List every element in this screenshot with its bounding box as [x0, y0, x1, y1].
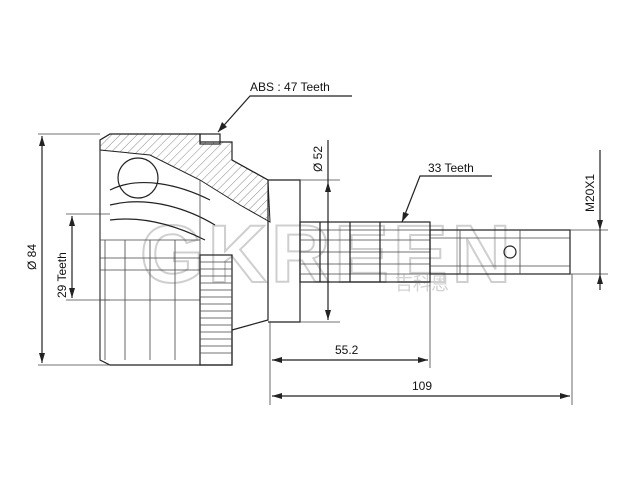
threaded-end [429, 229, 571, 275]
label-inner-spline-teeth: 29 Teeth [55, 252, 69, 298]
label-abs-teeth: ABS : 47 Teeth [250, 80, 330, 94]
watermark-subtitle: 吉科恩 [395, 274, 449, 295]
label-shaft-diameter: Ø 52 [311, 146, 325, 172]
label-thread: M20X1 [583, 174, 597, 212]
label-total-length: 109 [412, 379, 432, 393]
label-outer-diameter: Ø 84 [25, 244, 39, 270]
abs-tone-ring [199, 254, 233, 366]
label-spline-outer-teeth: 33 Teeth [428, 161, 474, 175]
dimensions [38, 95, 608, 405]
label-spline-length: 55.2 [335, 343, 359, 357]
